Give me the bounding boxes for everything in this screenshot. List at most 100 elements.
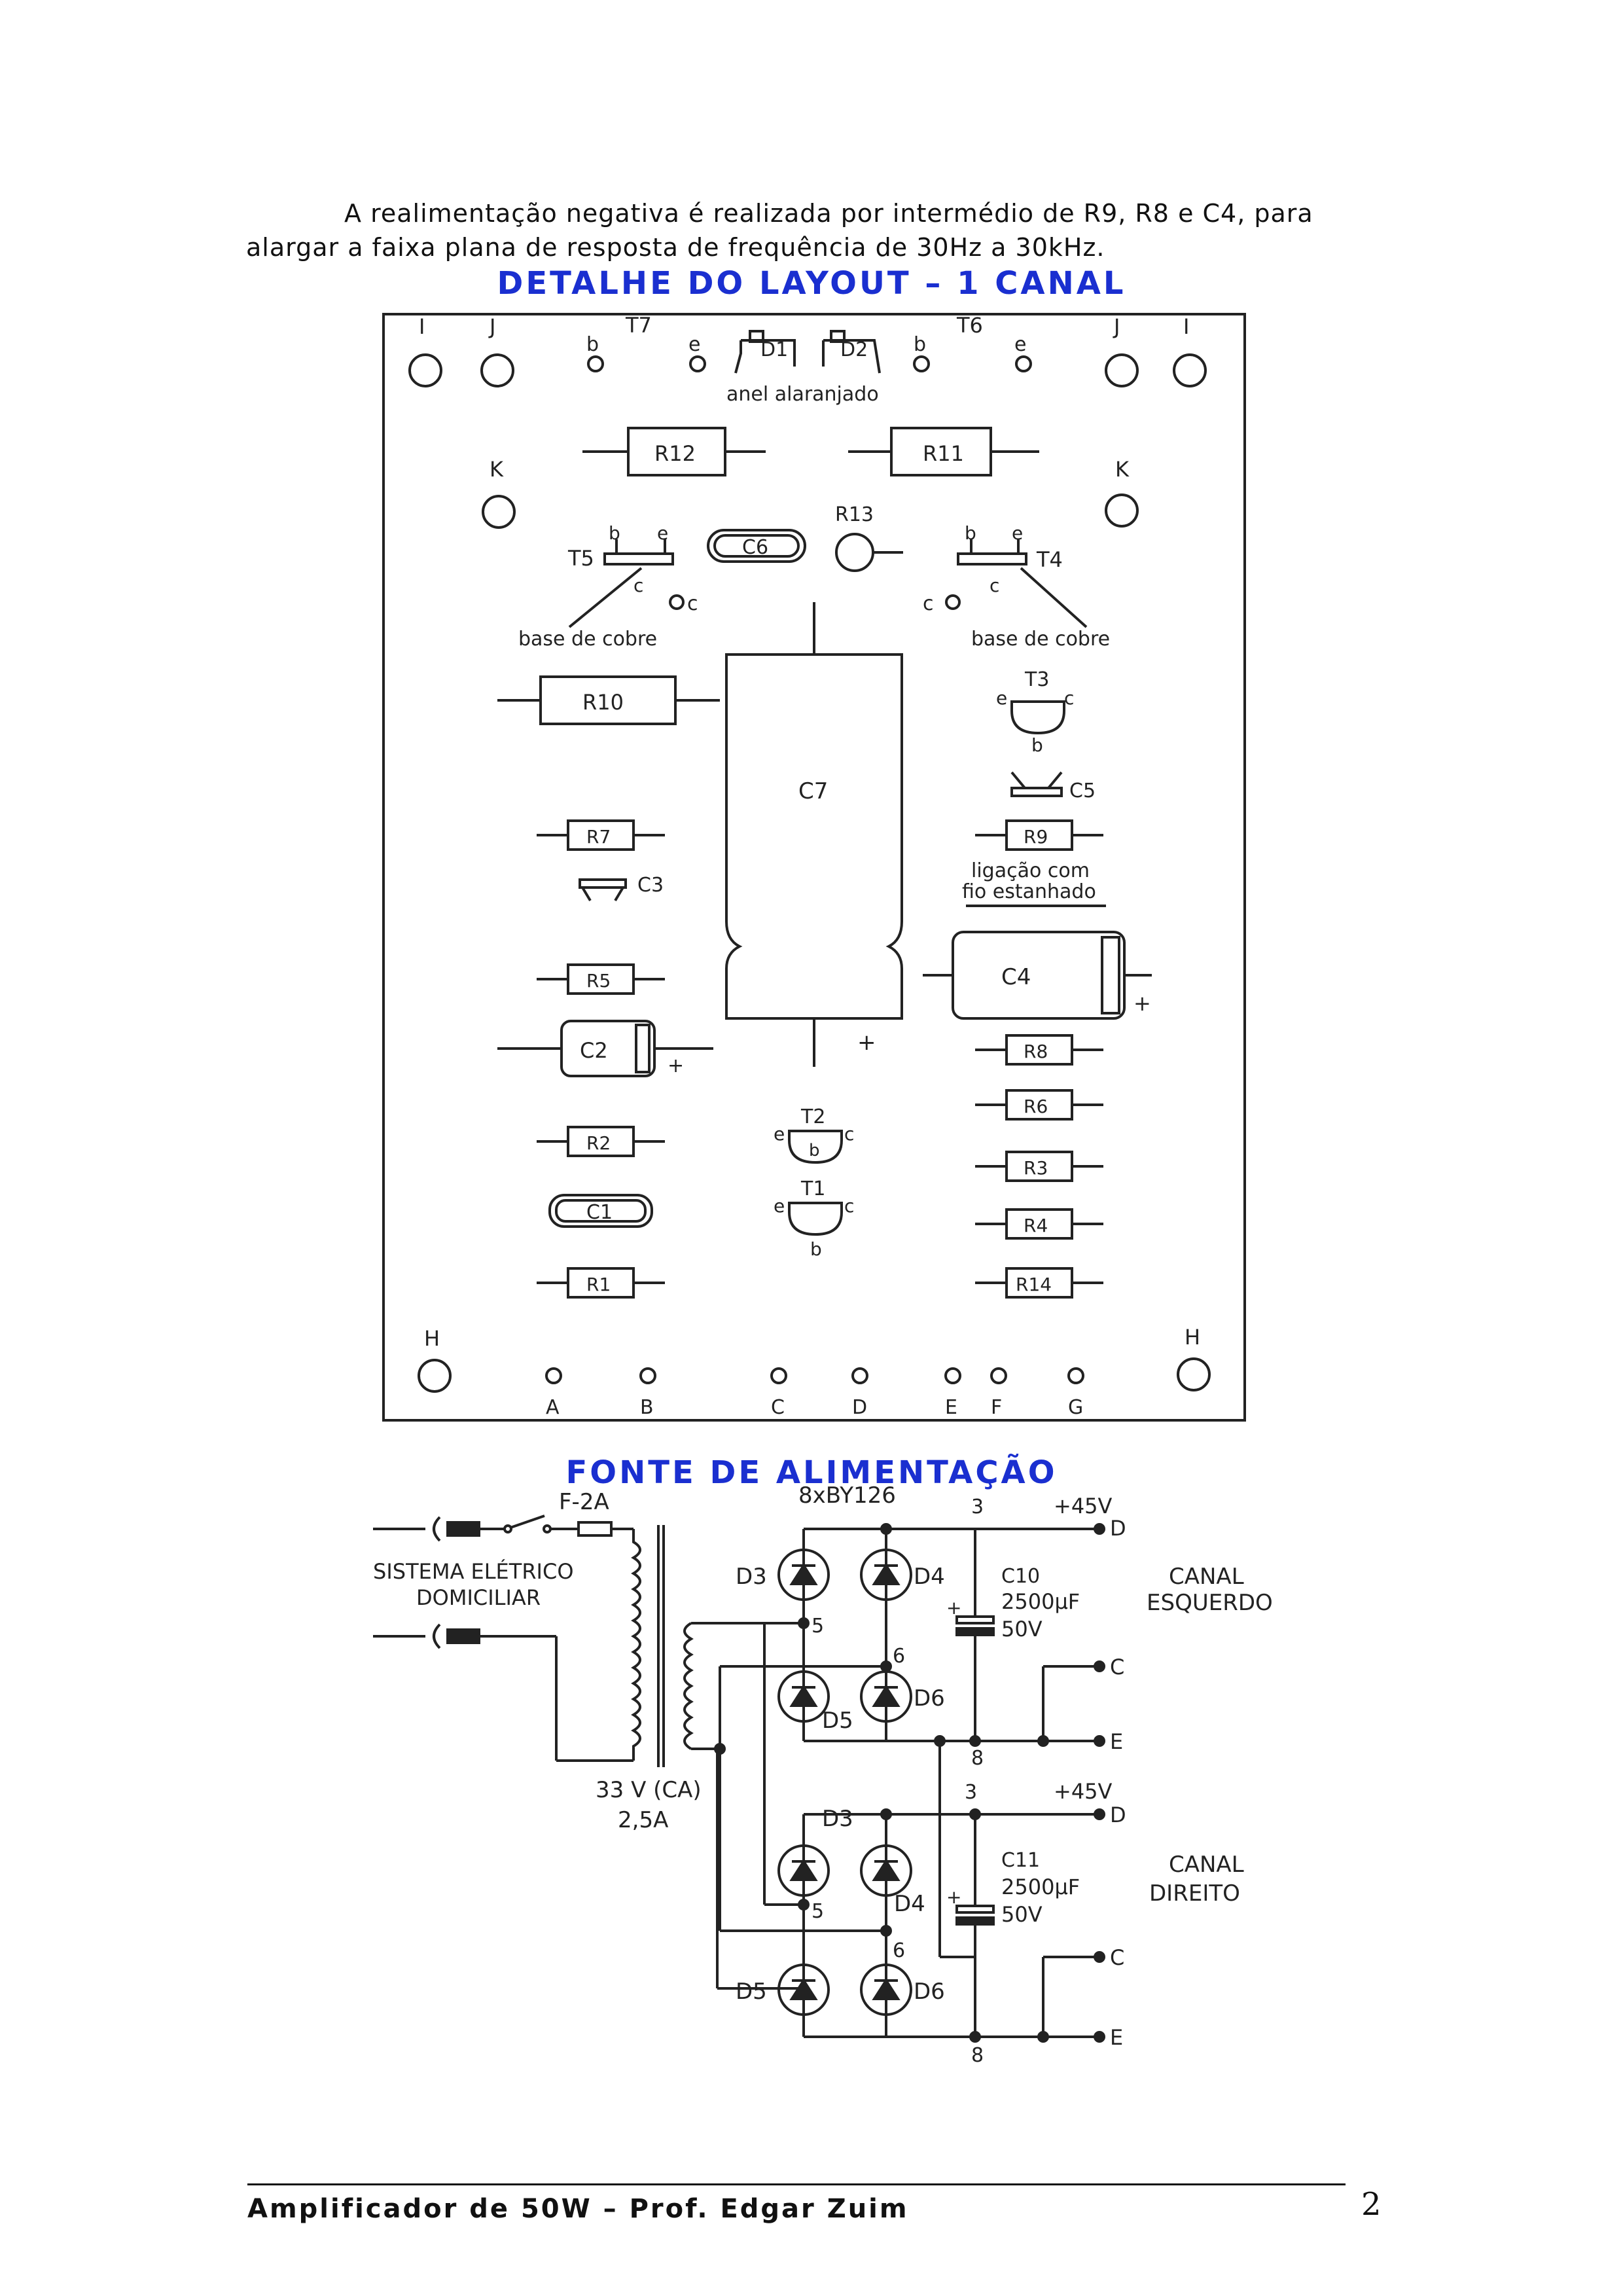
footer-rule: [247, 2183, 1346, 2185]
label-R12: R12: [654, 441, 696, 466]
layout-board: I J J I K K H H T7 T6 b e b e D1 D2 anel…: [382, 313, 1246, 1422]
label-D-right: D: [1110, 1803, 1126, 1827]
label-pad-G: G: [1068, 1396, 1083, 1419]
label-pad-B: B: [640, 1396, 654, 1419]
bridge-right: D3 D4 D5 D6 5 6 3 8 + C11 2500µF 50V +45…: [736, 1741, 1244, 2067]
label-d6-left: D6: [914, 1685, 945, 1712]
label-plus-c10: +: [946, 1597, 961, 1619]
label-cap-right: 2500µF: [1001, 1874, 1080, 1899]
label-e-t1: e: [774, 1195, 785, 1217]
label-canal-dir-1: CANAL: [1169, 1852, 1244, 1878]
label-plus-c7: +: [857, 1030, 876, 1056]
label-n5-left: 5: [812, 1615, 824, 1638]
label-R7: R7: [586, 826, 611, 848]
intro-paragraph: A realimentação negativa é realizada por…: [246, 199, 1313, 262]
label-n8-left: 8: [971, 1747, 984, 1770]
label-n3-left: 3: [971, 1496, 984, 1518]
label-T6: T6: [956, 313, 983, 338]
page-number: 2: [1361, 2186, 1382, 2223]
label-H-left: H: [424, 1326, 440, 1351]
label-R9: R9: [1024, 826, 1048, 848]
label-sec-2: 2,5A: [618, 1807, 668, 1833]
label-pad-A: A: [546, 1396, 560, 1419]
label-I-right: I: [1183, 314, 1189, 339]
heading-fonte: FONTE DE ALIMENTAÇÃO: [565, 1454, 1058, 1491]
label-c-t3: c: [1064, 687, 1074, 709]
label-volt-left: 50V: [1001, 1617, 1043, 1641]
label-b-t6: b: [914, 333, 926, 356]
label-d3-left: D3: [736, 1564, 767, 1590]
label-C2: C2: [580, 1038, 608, 1063]
label-diodes: 8xBY126: [798, 1482, 896, 1509]
label-cap-left: 2500µF: [1001, 1589, 1080, 1614]
label-n5-right: 5: [812, 1900, 824, 1923]
label-d6-right: D6: [914, 1979, 945, 2005]
label-e-t2: e: [774, 1123, 785, 1145]
label-H-right: H: [1185, 1325, 1200, 1350]
label-d5-left: D5: [822, 1708, 853, 1734]
label-pad-D: D: [852, 1396, 867, 1419]
label-ligacao-1: ligação com: [971, 859, 1090, 882]
label-D2: D2: [840, 338, 868, 361]
label-45v-right: +45V: [1054, 1779, 1113, 1804]
label-n3-right: 3: [965, 1781, 977, 1804]
heading-layout: DETALHE DO LAYOUT – 1 CANAL: [497, 265, 1126, 302]
label-e-t3: e: [996, 687, 1007, 709]
label-canal-esq-2: ESQUERDO: [1147, 1590, 1273, 1616]
label-C10: C10: [1001, 1565, 1040, 1588]
label-rede-1: SISTEMA ELÉTRICO: [373, 1559, 574, 1584]
label-pad-E: E: [945, 1396, 957, 1419]
label-rede-2: DOMICILIAR: [416, 1585, 541, 1610]
label-C11: C11: [1001, 1849, 1040, 1872]
label-D-left: D: [1110, 1516, 1126, 1541]
label-canal-esq-1: CANAL: [1169, 1564, 1244, 1590]
label-R6: R6: [1024, 1096, 1048, 1117]
power-supply-schematic: F-2A SISTEMA ELÉTRICO DOMICILIAR 33 V (C…: [373, 1482, 1273, 2067]
label-K-right: K: [1115, 457, 1130, 482]
label-b-t7: b: [586, 333, 599, 356]
label-C-right: C: [1110, 1945, 1124, 1970]
label-45v-left: +45V: [1054, 1494, 1113, 1518]
label-anel: anel alaranjado: [726, 383, 879, 406]
label-d4-right: D4: [894, 1891, 925, 1917]
label-e-t7: e: [688, 333, 700, 356]
label-K-left: K: [490, 457, 504, 482]
label-c-t2: c: [844, 1123, 854, 1145]
label-c-t4: c: [990, 575, 999, 596]
label-C-left: C: [1110, 1655, 1124, 1679]
label-D1: D1: [760, 338, 788, 361]
label-C6: C6: [742, 536, 768, 559]
label-n6-right: 6: [893, 1939, 905, 1962]
label-E-left: E: [1110, 1729, 1123, 1754]
label-C3: C3: [637, 874, 664, 897]
label-volt-right: 50V: [1001, 1902, 1043, 1927]
label-n8-right: 8: [971, 2044, 984, 2067]
label-c-co: c: [923, 592, 934, 615]
label-T2: T2: [800, 1105, 825, 1128]
label-R14: R14: [1016, 1274, 1052, 1295]
label-R2: R2: [586, 1132, 611, 1154]
label-ligacao-2: fio estanhado: [962, 880, 1096, 903]
label-plus-c2: +: [668, 1054, 684, 1077]
label-d4-left: D4: [914, 1564, 945, 1590]
label-fuse: F-2A: [559, 1489, 609, 1515]
label-e-t4: e: [1012, 522, 1023, 544]
label-R13: R13: [835, 503, 874, 526]
label-pad-F: F: [991, 1396, 1002, 1419]
right-resistors: R8 R6 R3 R4 R14: [975, 1034, 1103, 1299]
label-E-right: E: [1110, 2025, 1123, 2050]
label-T5: T5: [567, 546, 594, 571]
label-plus-c4: +: [1133, 991, 1151, 1016]
label-sec-1: 33 V (CA): [596, 1777, 702, 1803]
label-T3: T3: [1024, 668, 1049, 691]
label-e-t5: e: [657, 522, 668, 544]
label-C4: C4: [1001, 964, 1031, 990]
label-R3: R3: [1024, 1157, 1048, 1179]
label-d5-right: D5: [736, 1979, 767, 2005]
label-R10: R10: [582, 690, 624, 715]
label-R8: R8: [1024, 1041, 1048, 1062]
label-c-oc: c: [687, 592, 698, 615]
label-b-t4: b: [965, 522, 976, 544]
label-T7: T7: [625, 313, 652, 338]
label-pad-C: C: [771, 1396, 785, 1419]
